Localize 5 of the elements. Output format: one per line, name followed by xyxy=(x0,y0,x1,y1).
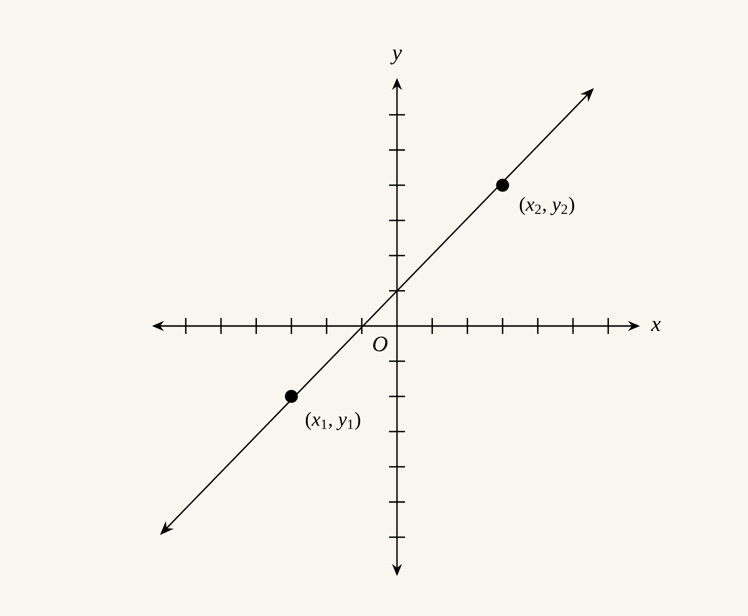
point-label: (x$_{1}$, y$_{1}$) xyxy=(306,412,360,430)
axis-label: y xyxy=(390,50,402,64)
point-label: (x$_{2}$, y$_{2}$) xyxy=(520,196,574,216)
axis-label: O xyxy=(373,336,388,352)
axis-label: x xyxy=(650,320,661,332)
